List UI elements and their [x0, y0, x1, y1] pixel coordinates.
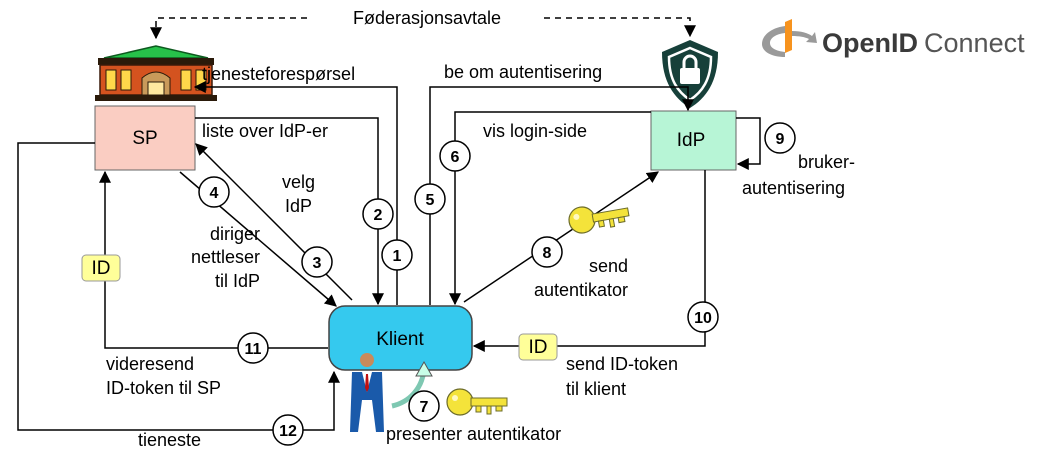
step-9-circle [764, 122, 796, 154]
id-tag-client: ID [518, 333, 558, 361]
label-redirect-2: nettleser [191, 247, 260, 267]
step-8-circle [531, 236, 563, 268]
step-4-number: 4 [210, 185, 219, 202]
step-2-number: 2 [374, 207, 383, 224]
person-icon [350, 353, 384, 432]
step-7-number: 7 [420, 399, 429, 416]
id-tag-sp-label: ID [92, 258, 111, 279]
step-1-number: 1 [393, 248, 402, 265]
label-present-auth: presenter autentikator [386, 424, 561, 444]
sp-label: SP [132, 128, 157, 149]
flow-labels: tjenesteforespørsel liste over IdP-er ve… [106, 62, 855, 450]
label-user-auth-1: bruker- [798, 152, 855, 172]
label-choose-idp-1: velg [282, 172, 315, 192]
step-12-circle [272, 414, 304, 446]
step-8-number: 8 [543, 245, 552, 262]
idp-label: IdP [677, 130, 706, 151]
step-1-circle [381, 239, 413, 271]
step-6-number: 6 [451, 149, 460, 166]
step-4-circle [198, 176, 230, 208]
label-redirect-3: til IdP [215, 271, 260, 291]
label-forward-token-2: ID-token til SP [106, 378, 221, 398]
step-11-number: 11 [245, 341, 262, 358]
label-send-token-2: til klient [566, 379, 626, 399]
label-send-auth-1: send [589, 256, 628, 276]
openid-brand-bold: OpenID [822, 28, 918, 58]
label-send-token-1: send ID-token [566, 354, 678, 374]
step-11-circle [237, 332, 269, 364]
label-choose-idp-2: IdP [285, 196, 312, 216]
step-3-circle [301, 246, 333, 278]
step-10-number: 10 [694, 310, 712, 327]
step-numbers: 1 2 3 4 5 6 7 8 9 10 11 12 [210, 131, 785, 440]
federation-label: Føderasjonsavtale [353, 8, 501, 28]
id-tag-sp: ID [81, 254, 121, 282]
label-send-auth-2: autentikator [534, 280, 628, 300]
sp-box [94, 105, 196, 171]
step-9-number: 9 [776, 131, 785, 148]
step-7-circle [408, 390, 440, 422]
openid-logo-mark [785, 19, 792, 53]
step-2-circle [362, 198, 394, 230]
step-6-circle [439, 140, 471, 172]
label-service-request: tjenesteforespørsel [202, 64, 355, 84]
step-12-number: 12 [279, 423, 297, 440]
label-user-auth-2: autentisering [742, 178, 845, 198]
label-request-auth: be om autentisering [444, 62, 602, 82]
federation-agreement: Føderasjonsavtale [150, 8, 696, 40]
key-icon-present [446, 388, 508, 416]
label-forward-token-1: videresend [106, 354, 194, 374]
key-icon-send [566, 198, 632, 236]
step-3-number: 3 [313, 255, 322, 272]
label-show-login: vis login-side [483, 121, 587, 141]
present-arrowhead [415, 360, 433, 377]
id-tag-client-label: ID [529, 337, 548, 358]
step-circles [198, 122, 796, 446]
label-service: tieneste [138, 430, 201, 450]
step-5-number: 5 [426, 192, 435, 209]
label-redirect-1: diriger [210, 224, 260, 244]
shield-icon [662, 40, 718, 108]
step-10-circle [687, 301, 719, 333]
openid-brand-light: Connect [924, 28, 1025, 58]
idp-box [650, 110, 737, 171]
client-label: Klient [376, 329, 424, 350]
building-icon [95, 45, 217, 101]
step-5-circle [414, 183, 446, 215]
label-list-idps: liste over IdP-er [202, 121, 328, 141]
